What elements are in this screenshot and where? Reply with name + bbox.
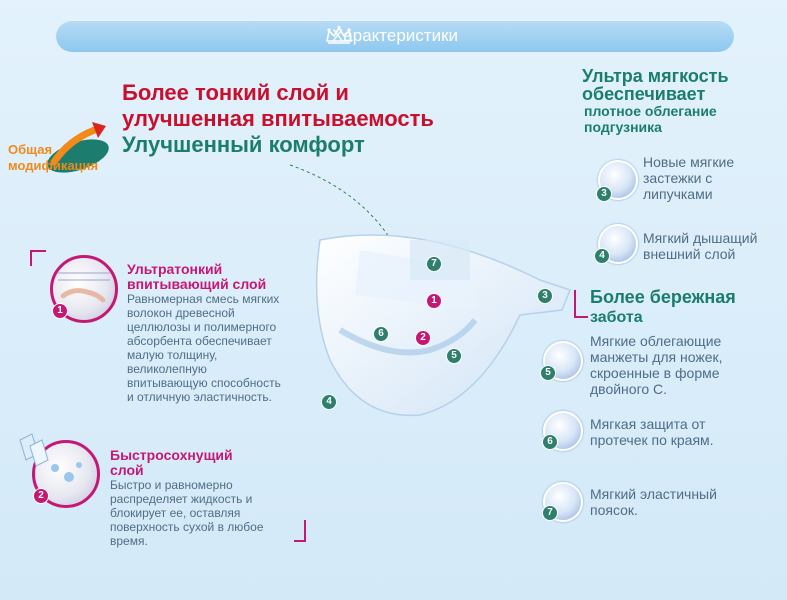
bracket-top-left-1 — [30, 250, 46, 266]
headline: Более тонкий слой и улучшенная впитываем… — [122, 80, 434, 158]
right-marker-6: 6 — [542, 434, 558, 450]
right-sub-line2: подгузника — [584, 119, 662, 135]
left-block-thin-layer: Ультратонкий впитывающий слой Равномерна… — [127, 261, 281, 405]
item-leak-protection: Мягкая защита от протечек по краям. — [590, 416, 714, 448]
diaper-illustration — [315, 234, 571, 417]
header-bar: Характеристики — [56, 20, 734, 52]
left-marker-2: 2 — [33, 488, 49, 504]
diaper-marker-3: 3 — [537, 288, 553, 304]
care-title-line1: Более бережная — [590, 287, 736, 307]
care-title-line2: забота — [590, 309, 643, 326]
item-waistband: Мягкий эластичный поясок. — [590, 486, 717, 518]
item-leg-cuffs: Мягкие облегающие манжеты для ножек, скр… — [590, 333, 723, 397]
right-marker-3: 3 — [596, 186, 612, 202]
headline-line3: Улучшенный комфорт — [122, 132, 365, 157]
right-marker-7: 7 — [542, 505, 558, 521]
right-marker-5: 5 — [540, 365, 556, 381]
diaper-marker-2: 2 — [415, 330, 431, 346]
diaper-marker-6: 6 — [373, 326, 389, 342]
crown-icon — [326, 25, 352, 44]
bracket-care — [574, 290, 588, 318]
right-sub-line1: плотное облегание — [584, 103, 717, 119]
droplets-icon — [51, 462, 82, 482]
diaper-marker-1: 1 — [426, 293, 442, 309]
headline-line2: улучшенная впитываемость — [122, 106, 434, 131]
left-block-dry-layer: Быстросохнущий слой Быстро и равномерно … — [110, 447, 264, 549]
item-fasteners: Новые мягкие застежки с липучками — [643, 154, 735, 202]
item-outer-layer: Мягкий дышащий внешний слой — [643, 230, 758, 262]
header-title: Характеристики — [331, 26, 459, 45]
bracket-bottom-right-2 — [294, 520, 306, 542]
right-title-line2: обеспечивает — [582, 84, 706, 104]
diaper-marker-4: 4 — [321, 394, 337, 410]
left-marker-1: 1 — [52, 303, 68, 319]
headline-line1: Более тонкий слой и — [122, 80, 349, 105]
hand-icon — [58, 272, 110, 303]
leaf-arrow-icon — [47, 122, 109, 173]
right-marker-4: 4 — [594, 248, 610, 264]
badge-general-modification: Общая модификация — [8, 142, 99, 173]
cups-icon — [19, 433, 49, 467]
diaper-marker-7: 7 — [426, 256, 442, 272]
right-title-line1: Ультра мягкость — [582, 66, 729, 86]
diaper-marker-5: 5 — [446, 348, 462, 364]
